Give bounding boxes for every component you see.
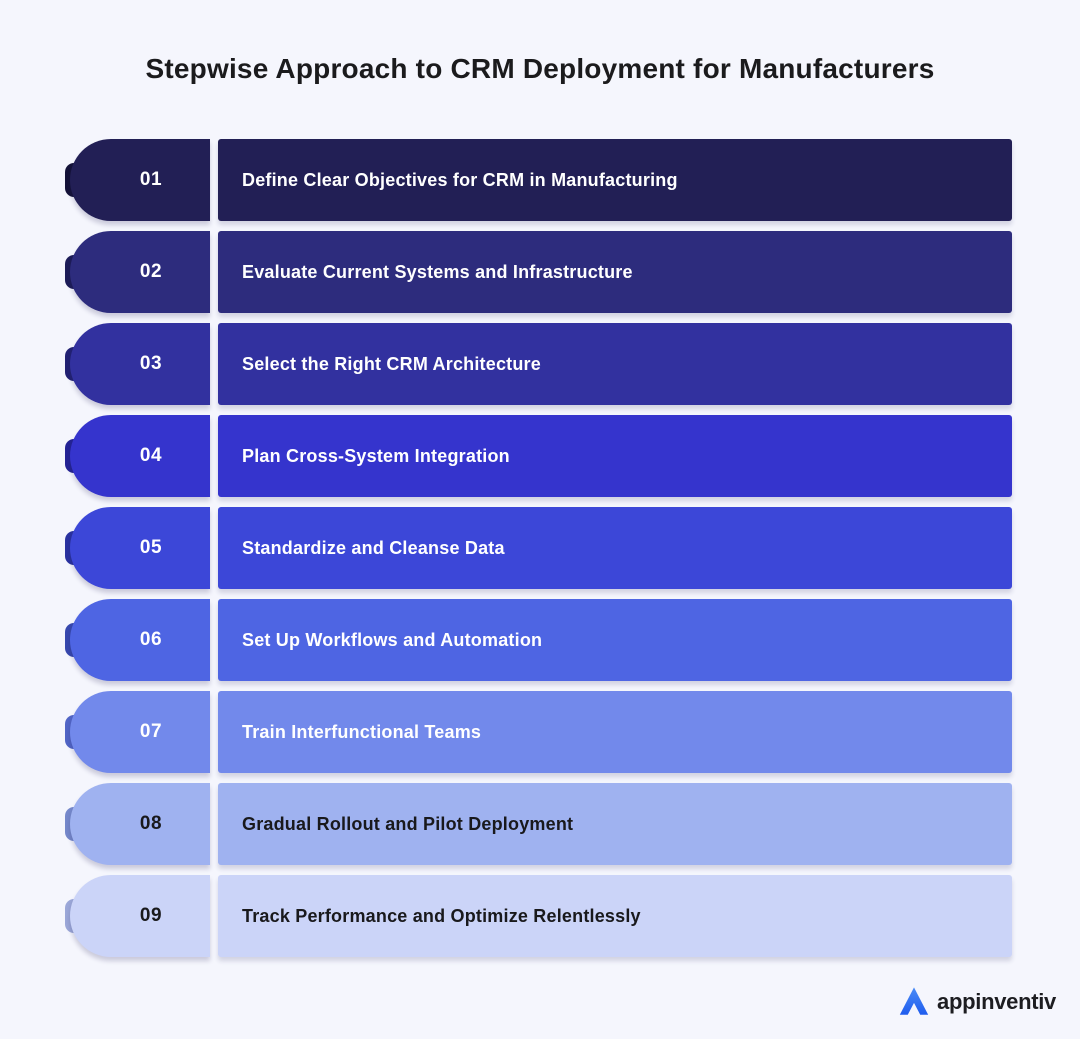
step-number-badge: 04 bbox=[70, 415, 210, 497]
step-number-badge: 05 bbox=[70, 507, 210, 589]
step-label-bar: Define Clear Objectives for CRM in Manuf… bbox=[218, 139, 1012, 221]
step-number: 07 bbox=[139, 721, 163, 742]
step-label: Standardize and Cleanse Data bbox=[242, 537, 505, 558]
step-row: 07 Train Interfunctional Teams bbox=[65, 691, 1012, 773]
step-row: 09 Track Performance and Optimize Relentl… bbox=[65, 875, 1012, 957]
step-label-bar: Standardize and Cleanse Data bbox=[218, 507, 1012, 589]
step-row: 01 Define Clear Objectives for CRM in Man… bbox=[65, 139, 1012, 221]
appinventiv-logo: appinventiv bbox=[897, 984, 1056, 1019]
page-title: Stepwise Approach to CRM Deployment for … bbox=[145, 53, 935, 84]
step-label-bar: Evaluate Current Systems and Infrastruct… bbox=[218, 231, 1012, 313]
step-label: Plan Cross-System Integration bbox=[242, 445, 510, 466]
step-label: Evaluate Current Systems and Infrastruct… bbox=[242, 261, 633, 282]
step-number: 02 bbox=[139, 261, 163, 282]
step-number-badge: 01 bbox=[70, 139, 210, 221]
step-label: Gradual Rollout and Pilot Deployment bbox=[242, 813, 574, 834]
step-number-badge: 03 bbox=[70, 323, 210, 405]
step-label: Track Performance and Optimize Relentles… bbox=[242, 905, 641, 926]
step-label-bar: Train Interfunctional Teams bbox=[218, 691, 1012, 773]
appinventiv-logo-text: appinventiv bbox=[937, 988, 1056, 1014]
step-row: 02 Evaluate Current Systems and Infrastru… bbox=[65, 231, 1012, 313]
step-number-badge: 02 bbox=[70, 231, 210, 313]
step-number: 04 bbox=[139, 445, 163, 466]
step-label: Define Clear Objectives for CRM in Manuf… bbox=[242, 169, 678, 190]
step-label: Select the Right CRM Architecture bbox=[242, 353, 541, 374]
step-row: 05 Standardize and Cleanse Data bbox=[65, 507, 1012, 589]
step-number-badge: 08 bbox=[70, 783, 210, 865]
step-number: 05 bbox=[139, 537, 163, 558]
step-number: 06 bbox=[139, 629, 163, 650]
step-label-bar: Plan Cross-System Integration bbox=[218, 415, 1012, 497]
step-label-bar: Set Up Workflows and Automation bbox=[218, 599, 1012, 681]
step-number: 01 bbox=[139, 169, 163, 190]
step-number-badge: 07 bbox=[70, 691, 210, 773]
step-row: 06 Set Up Workflows and Automation bbox=[65, 599, 1012, 681]
steps-list: 01 Define Clear Objectives for CRM in Man… bbox=[65, 139, 1012, 957]
step-label: Train Interfunctional Teams bbox=[242, 721, 482, 742]
step-label-bar: Select the Right CRM Architecture bbox=[218, 323, 1012, 405]
step-number: 09 bbox=[139, 905, 163, 926]
step-label-bar: Gradual Rollout and Pilot Deployment bbox=[218, 783, 1012, 865]
step-label: Set Up Workflows and Automation bbox=[242, 629, 543, 650]
step-number: 03 bbox=[139, 353, 163, 374]
step-number: 08 bbox=[139, 813, 163, 834]
step-row: 08 Gradual Rollout and Pilot Deployment bbox=[65, 783, 1012, 865]
appinventiv-logo-icon bbox=[899, 987, 929, 1015]
step-label-bar: Track Performance and Optimize Relentles… bbox=[218, 875, 1012, 957]
step-number-badge: 06 bbox=[70, 599, 210, 681]
step-number-badge: 09 bbox=[70, 875, 210, 957]
step-row: 03 Select the Right CRM Architecture bbox=[65, 323, 1012, 405]
step-row: 04 Plan Cross-System Integration bbox=[65, 415, 1012, 497]
